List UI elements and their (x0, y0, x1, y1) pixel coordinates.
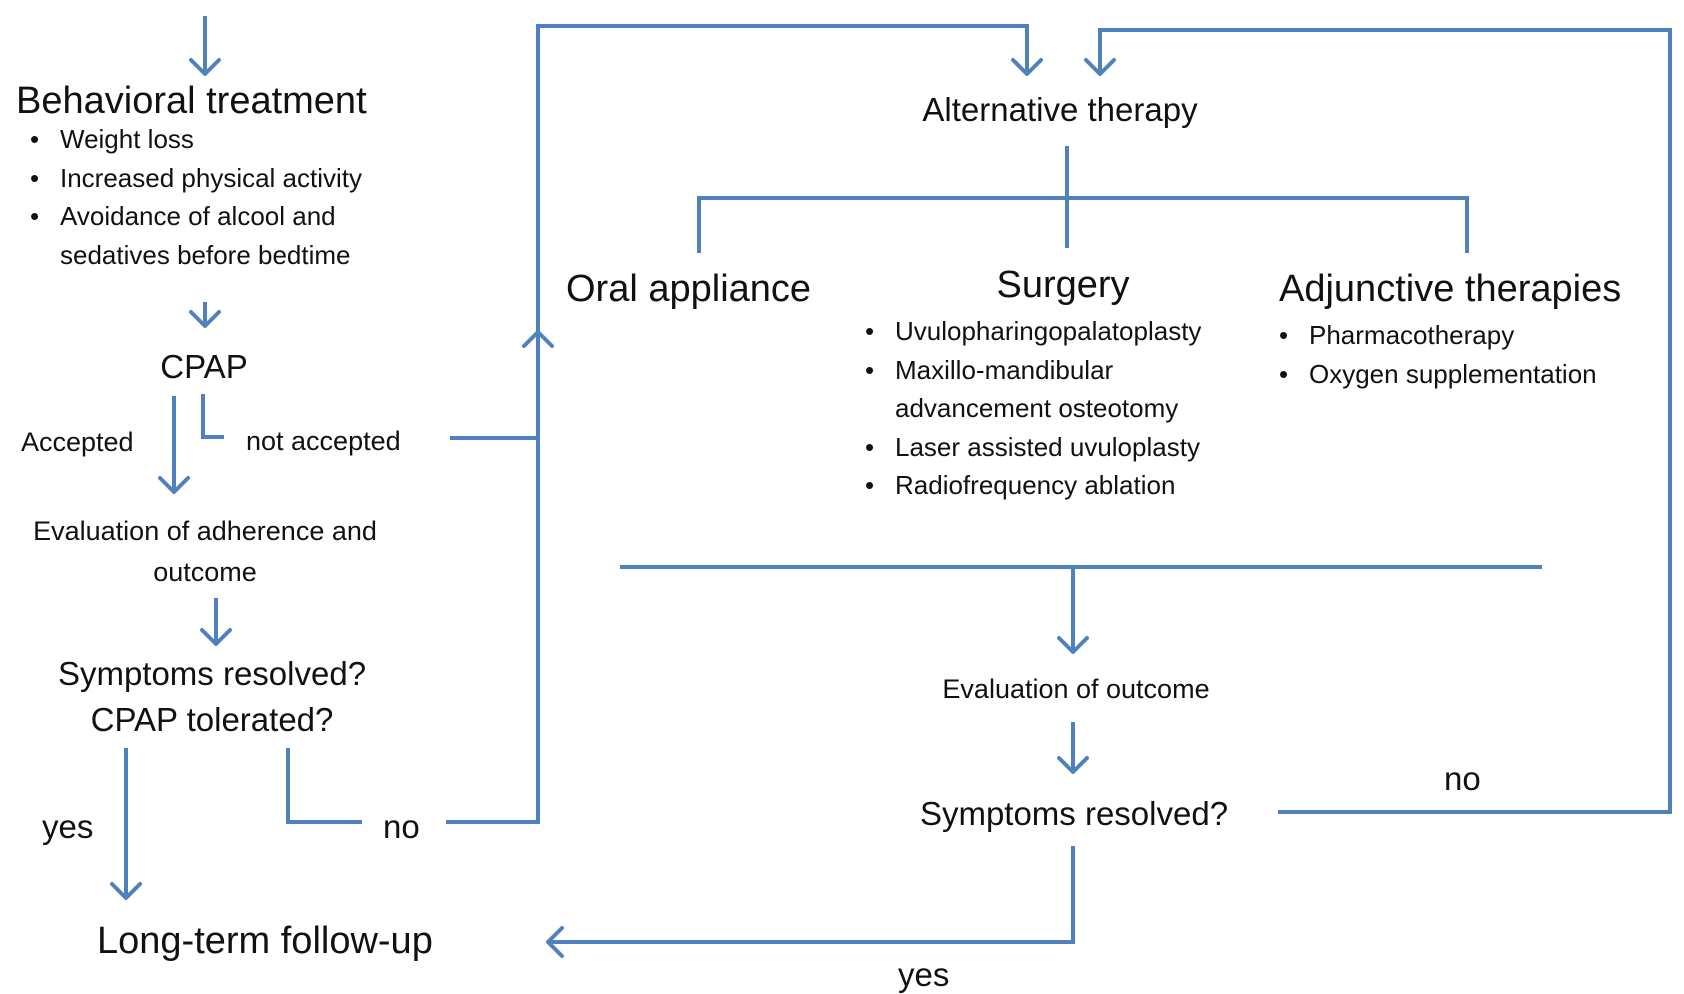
list-item: Pharmacotherapy (1273, 316, 1597, 355)
arrowhead-icon (1011, 58, 1043, 76)
symptoms-resolved-label: Symptoms resolved? (919, 795, 1229, 832)
not-accepted-label: not accepted (246, 426, 401, 456)
arrowhead-icon (1057, 636, 1089, 654)
arrow-no-up-to-top (446, 332, 540, 824)
list-item: Maxillo-mandibular advancement osteotomy (859, 351, 1201, 428)
list-item-text: Pharmacotherapy (1309, 320, 1515, 350)
behavioral-treatment-list: Weight loss Increased physical activity … (24, 120, 362, 274)
list-item-text: Maxillo-mandibular (895, 354, 1114, 385)
arrow-symptoms-no-loop (1098, 28, 1672, 814)
list-item: Weight loss (24, 120, 362, 159)
arrowhead-icon (546, 926, 564, 958)
tolerance-question-line1: Symptoms resolved? (57, 655, 367, 692)
list-item: Laser assisted uvuloplasty (859, 428, 1201, 467)
list-item-text: Radiofrequency ablation (895, 470, 1176, 500)
adherence-evaluation-line2: outcome (153, 557, 257, 587)
tolerance-question-line2: CPAP tolerated? (90, 701, 334, 738)
tolerance-question-box: Symptoms resolved? CPAP tolerated? (58, 651, 366, 743)
list-item-text: Uvulopharingopalatoplasty (895, 316, 1202, 346)
list-item: Oxygen supplementation (1273, 355, 1597, 394)
accepted-label: Accepted (21, 427, 134, 457)
surgery-list: Uvulopharingopalatoplasty Maxillo-mandib… (859, 312, 1201, 505)
long-term-follow-up-label: Long-term follow-up (97, 920, 433, 962)
arrowhead-icon (200, 628, 232, 646)
oral-appliance-label: Oral appliance (566, 268, 812, 310)
no-label-left: no (383, 808, 420, 845)
adjunctive-therapies-title: Adjunctive therapies (1279, 268, 1622, 310)
list-item-text: advancement osteotomy (895, 393, 1179, 423)
adherence-evaluation-box: Evaluation of adherence and outcome (33, 511, 377, 593)
arrowhead-icon (1057, 756, 1089, 774)
arrowhead-icon (189, 310, 221, 328)
alternative-therapy-label: Alternative therapy (922, 91, 1198, 128)
list-item: Increased physical activity (24, 159, 362, 198)
list-item-text: Avoidance of alcool and (60, 201, 336, 231)
connector-question-no (286, 748, 362, 824)
list-item-text: Oxygen supplementation (1309, 358, 1597, 389)
adherence-evaluation-line1: Evaluation of adherence and (33, 516, 377, 546)
behavioral-treatment-title: Behavioral treatment (16, 80, 367, 122)
arrowhead-icon (110, 882, 142, 900)
arrow-symptoms-yes-to-follow-up (548, 846, 1075, 944)
no-label-right: no (1444, 760, 1481, 797)
surgery-title: Surgery (996, 264, 1130, 306)
evaluation-of-outcome-label: Evaluation of outcome (942, 674, 1210, 704)
list-item: Radiofrequency ablation (859, 466, 1201, 505)
connector-options-bracket (697, 196, 1469, 253)
list-item: Uvulopharingopalatoplasty (859, 312, 1201, 351)
arrowhead-icon (522, 330, 554, 348)
cpap-label: CPAP (160, 348, 248, 385)
list-item-text: Laser assisted uvuloplasty (895, 431, 1200, 462)
yes-label-left: yes (42, 808, 94, 845)
arrow-top-to-alternative (536, 24, 1029, 332)
yes-label-right: yes (898, 956, 950, 993)
connector-cpap-not-accepted (201, 394, 224, 439)
arrowhead-icon (158, 476, 190, 494)
arrowhead-icon (1084, 58, 1116, 76)
list-item-text: Weight loss (60, 124, 194, 154)
arrowhead-icon (189, 58, 221, 76)
list-item-text: Increased physical activity (60, 162, 363, 193)
adjunctive-therapies-list: Pharmacotherapy Oxygen supplementation (1273, 316, 1597, 393)
list-item-text: sedatives before bedtime (60, 239, 351, 270)
list-item: Avoidance of alcool and sedatives before … (24, 197, 362, 274)
